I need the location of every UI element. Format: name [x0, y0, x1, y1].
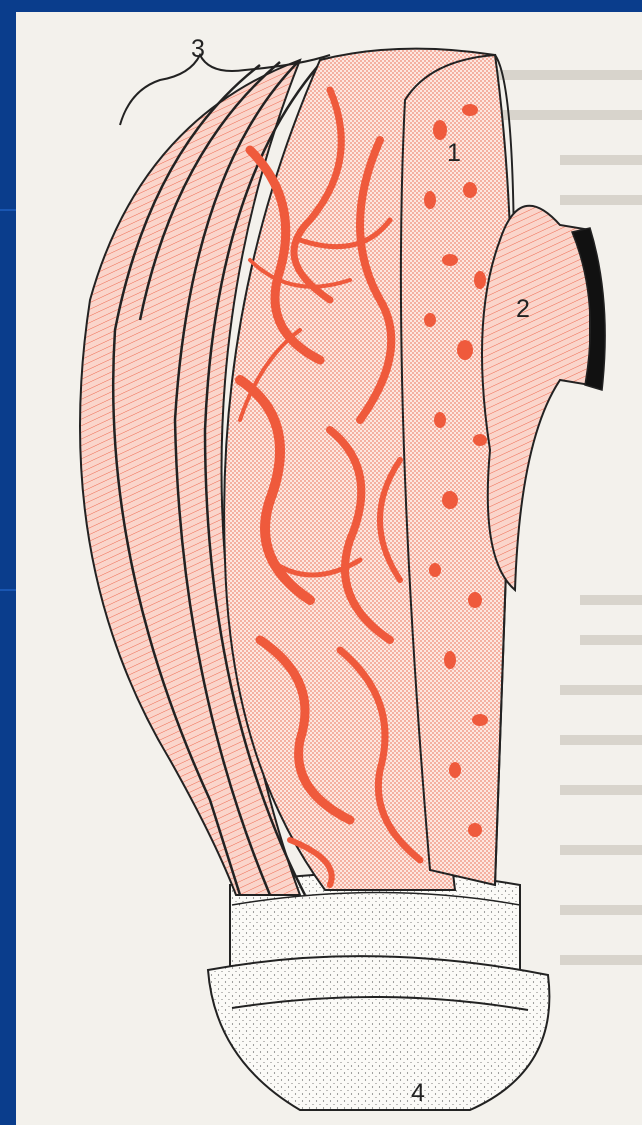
label-4: 4 [411, 1081, 425, 1106]
bulb-base [208, 873, 549, 1111]
label-1: 1 [447, 141, 461, 166]
label-3: 3 [191, 37, 205, 62]
label-2: 2 [516, 297, 530, 322]
